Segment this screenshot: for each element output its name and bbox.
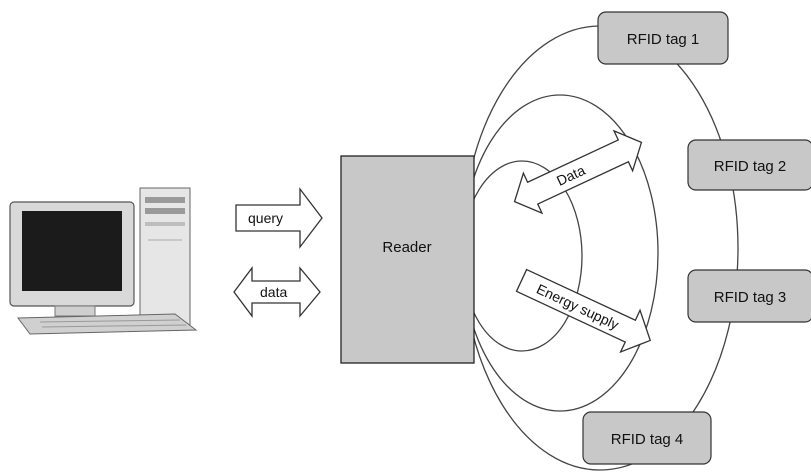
query-arrow: query [235, 187, 323, 249]
reader-label: Reader [382, 239, 431, 256]
data-bidirectional-arrow: Data [513, 129, 643, 215]
energy-supply-arrow-label: Energy supply [534, 281, 621, 333]
rfid-tag-4-label: RFID tag 4 [611, 431, 684, 448]
rfid-tag-2: RFID tag 2 [687, 139, 811, 191]
rfid-tag-1-label: RFID tag 1 [627, 31, 700, 48]
energy-supply-arrow: Energy supply [515, 268, 652, 354]
query-arrow-label: query [248, 210, 283, 226]
field-ellipse-outer [461, 25, 739, 471]
rfid-tag-1: RFID tag 1 [597, 11, 729, 65]
computer-icon [9, 187, 198, 335]
rfid-tag-3-label: RFID tag 3 [714, 289, 787, 306]
rfid-tag-3: RFID tag 3 [687, 269, 811, 323]
reader-box [340, 155, 475, 364]
data-arrow-label: data [260, 284, 287, 300]
rfid-tag-2-label: RFID tag 2 [714, 158, 787, 175]
data-arrow: data [233, 266, 321, 318]
field-ellipses [461, 25, 739, 471]
rfid-tag-4: RFID tag 4 [582, 411, 712, 465]
